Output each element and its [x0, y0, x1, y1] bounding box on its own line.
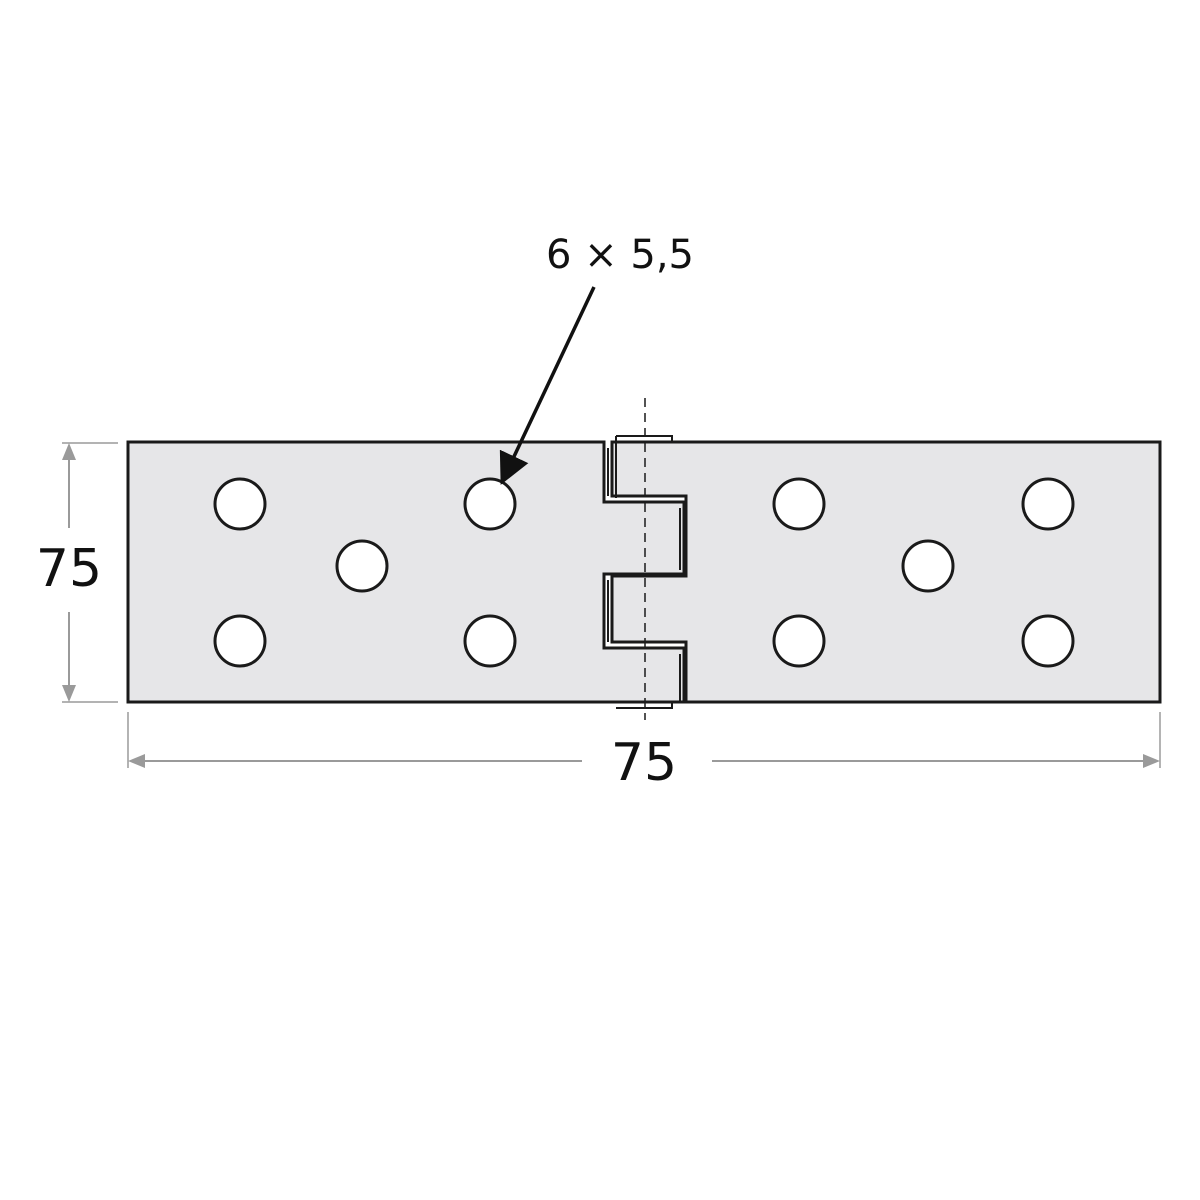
hole: [463, 477, 517, 531]
hole: [772, 614, 826, 668]
screw-holes: [213, 477, 1075, 668]
hole: [463, 614, 517, 668]
hole: [901, 539, 955, 593]
callout-leader-arrow: [499, 286, 596, 485]
left-hinge-leaf: [126, 440, 686, 704]
width-dimension: [127, 712, 1161, 768]
hole: [213, 614, 267, 668]
hole: [772, 477, 826, 531]
height-dimension-value: 75: [36, 539, 102, 599]
hole: [335, 539, 389, 593]
hinge-knuckles: [607, 435, 681, 709]
height-dimension: [62, 442, 118, 703]
width-dimension-value: 75: [611, 733, 677, 793]
right-hinge-leaf: [610, 440, 1162, 704]
hole: [213, 477, 267, 531]
hole: [1021, 614, 1075, 668]
hole: [1021, 477, 1075, 531]
callout-label: 6 × 5,5: [546, 232, 694, 278]
